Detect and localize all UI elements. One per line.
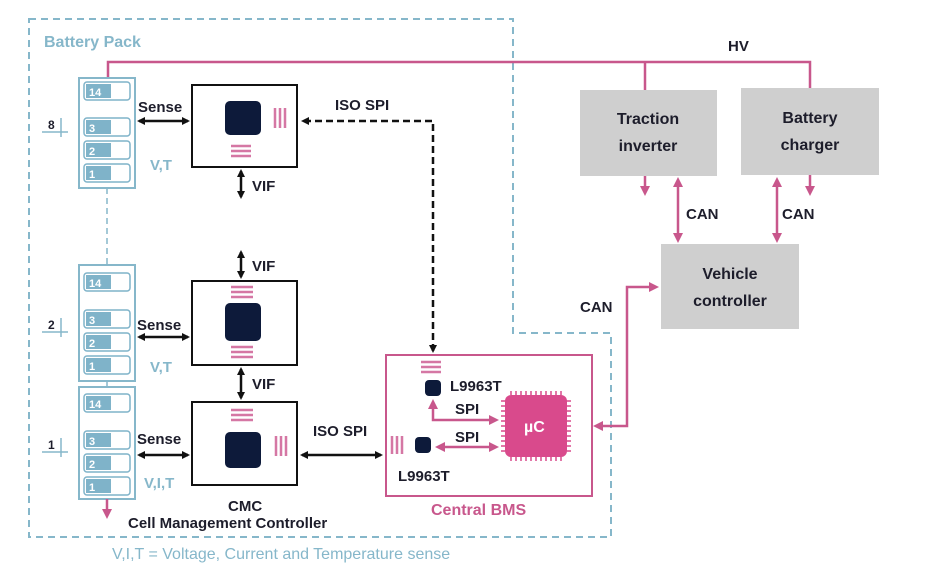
cell-14: 14	[83, 393, 131, 413]
svg-text:3: 3	[89, 315, 95, 327]
cell-3: 3	[83, 117, 131, 137]
cmc-chip-icon	[225, 432, 261, 468]
battery-module-8: 14 3 2 1	[78, 77, 136, 189]
cell-2: 2	[83, 140, 131, 160]
battery-pack-boundary	[28, 18, 612, 538]
svg-text:14: 14	[89, 278, 102, 290]
battery-module-1: 14 3 2 1	[78, 386, 136, 500]
battery-charger-label: Battery	[782, 110, 837, 127]
svg-text:1: 1	[89, 361, 95, 373]
spi-label-bottom: SPI	[455, 429, 479, 446]
isolation-transformer-icon	[231, 285, 253, 359]
svg-text:2: 2	[89, 338, 95, 350]
module-index-8: 8	[42, 118, 68, 137]
sense-label: Sense	[138, 99, 182, 116]
measure-label-vt: V,T	[150, 157, 172, 174]
l9963t-label-bottom: L9963T	[398, 468, 450, 485]
svg-text:14: 14	[89, 399, 102, 411]
l9963t-chip-icon	[415, 437, 431, 453]
vehicle-controller-label: controller	[693, 293, 767, 310]
cell-3: 3	[83, 430, 131, 450]
svg-text:8: 8	[48, 118, 55, 132]
cmc-label: CMC	[228, 498, 262, 515]
cell-1: 1	[83, 163, 131, 183]
battery-charger-box	[741, 88, 879, 175]
measure-label-vit: V,I,T	[144, 475, 174, 492]
l9963t-chip-icon	[425, 380, 441, 396]
cell-14: 14	[83, 272, 131, 292]
module-index-2: 2	[42, 318, 68, 337]
svg-text:1: 1	[89, 169, 95, 181]
cell-3: 3	[83, 309, 131, 329]
traction-inverter-label: Traction	[617, 111, 679, 128]
cell-1: 1	[83, 476, 131, 496]
svg-text:1: 1	[89, 482, 95, 494]
can-label-inverter: CAN	[686, 206, 719, 223]
mcu-label: µC	[524, 419, 545, 436]
battery-pack-title: Battery Pack	[44, 34, 141, 51]
vehicle-controller-label: Vehicle	[702, 266, 757, 283]
traction-inverter-label: inverter	[619, 138, 678, 155]
vehicle-controller-box	[661, 244, 799, 329]
cmc-chip-icon	[225, 101, 261, 135]
iso-spi-daisy-chain	[301, 117, 437, 353]
l9963t-label-top: L9963T	[450, 378, 502, 395]
measure-label-vt: V,T	[150, 359, 172, 376]
spi-link-top	[428, 399, 499, 425]
isolation-transformer-icon	[231, 108, 287, 158]
cmc-full-label: Cell Management Controller	[128, 515, 327, 532]
svg-text:2: 2	[48, 318, 55, 332]
legend-text: V,I,T = Voltage, Current and Temperature…	[112, 546, 450, 563]
svg-text:2: 2	[89, 459, 95, 471]
isolation-transformer-icon	[390, 360, 441, 454]
battery-module-2: 14 3 2 1	[78, 264, 136, 382]
traction-inverter-box	[580, 90, 717, 176]
mcu-icon	[501, 391, 571, 461]
svg-text:3: 3	[89, 123, 95, 135]
vif-label: VIF	[252, 376, 275, 393]
cell-14: 14	[83, 81, 131, 101]
svg-text:1: 1	[48, 438, 55, 452]
svg-text:14: 14	[89, 87, 102, 99]
cell-2: 2	[83, 453, 131, 473]
cmc-chip-icon	[225, 303, 261, 341]
hv-bus	[106, 60, 812, 90]
svg-text:3: 3	[89, 436, 95, 448]
iso-spi-label-bottom: ISO SPI	[313, 423, 367, 440]
battery-charger-label: charger	[781, 137, 840, 154]
can-link-bms	[593, 282, 659, 431]
hv-label: HV	[728, 38, 749, 55]
central-bms-box: µC	[385, 354, 593, 497]
cell-1: 1	[83, 355, 131, 375]
sense-label: Sense	[137, 317, 181, 334]
cmc-box-2	[191, 280, 298, 366]
cell-2: 2	[83, 332, 131, 352]
module-index-1: 1	[42, 438, 68, 457]
can-label-charger: CAN	[782, 206, 815, 223]
isolation-transformer-icon	[231, 408, 288, 456]
svg-text:2: 2	[89, 146, 95, 158]
cmc-box-1	[191, 401, 298, 486]
central-bms-title: Central BMS	[431, 502, 526, 519]
sense-label: Sense	[137, 431, 181, 448]
cmc-box-8	[191, 84, 298, 168]
vif-label: VIF	[252, 258, 275, 275]
spi-label-top: SPI	[455, 401, 479, 418]
vif-label: VIF	[252, 178, 275, 195]
can-label-bms: CAN	[580, 299, 613, 316]
iso-spi-label-top: ISO SPI	[335, 97, 389, 114]
